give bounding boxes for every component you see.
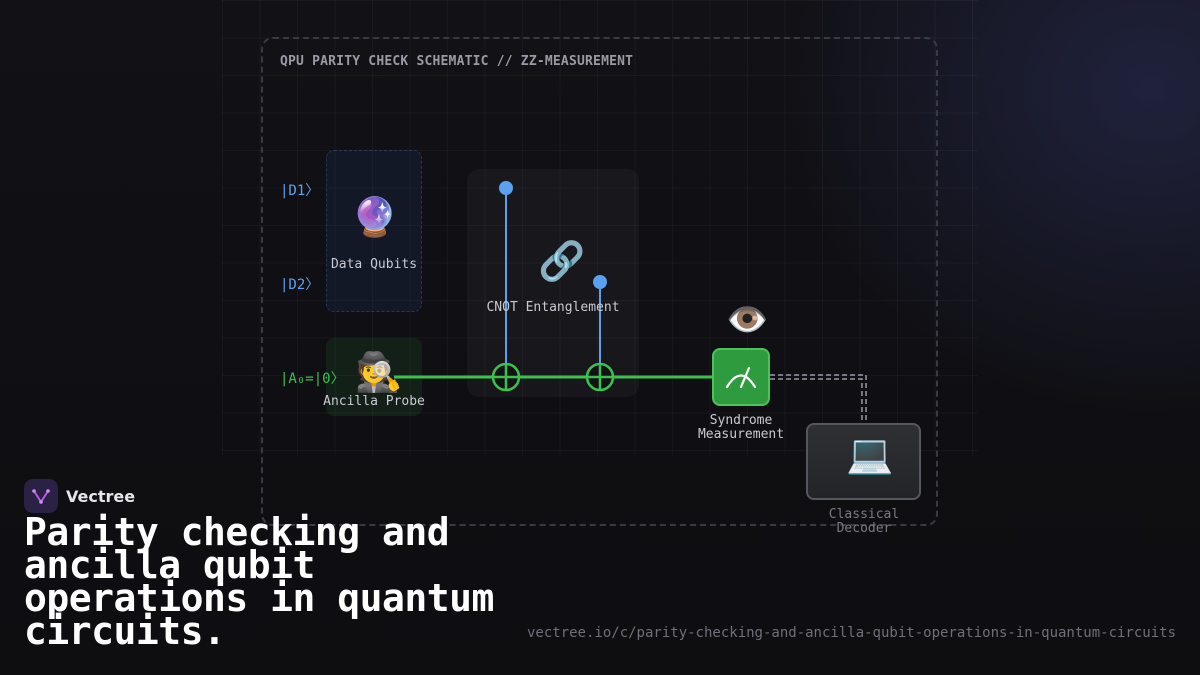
page-url[interactable]: vectree.io/c/parity-checking-and-ancilla… [526, 625, 1176, 641]
schematic-title: QPU PARITY CHECK SCHEMATIC // ZZ-MEASURE… [280, 54, 634, 69]
classical-decoder-box [806, 423, 921, 500]
decoder-caption-line2: Decoder [836, 521, 892, 536]
measurement-caption-line1: Syndrome [709, 413, 773, 428]
crystal-ball-icon: 🔮 [351, 195, 399, 239]
qubit-label-d1: |D1〉 [280, 183, 320, 199]
schematic-frame [261, 37, 938, 526]
qubit-label-d2: |D2〉 [280, 277, 320, 293]
cnot-target-2 [585, 362, 615, 392]
syndrome-meter [712, 348, 770, 406]
laptop-icon: 💻 [846, 432, 894, 476]
data-qubits-panel [326, 150, 422, 312]
qubit-label-ancilla: |A₀=|0〉 [280, 371, 345, 387]
page-headline: Parity checking and ancilla qubit operat… [24, 510, 494, 653]
decoder-caption-line1: Classical [828, 507, 900, 522]
cnot-caption: CNOT Entanglement [486, 300, 620, 315]
detective-icon: 🕵️ [355, 350, 403, 394]
cnot-control-dot-d2 [593, 275, 607, 289]
brand: Vectree [24, 479, 135, 513]
measurement-caption-line2: Measurement [697, 427, 785, 442]
eye-icon: 👁️ [726, 300, 769, 340]
data-qubits-caption: Data Qubits [330, 257, 418, 272]
meter-gauge-icon [725, 366, 757, 389]
brand-name: Vectree [66, 486, 136, 506]
link-icon: 🔗 [538, 239, 586, 283]
classical-wire [770, 374, 867, 423]
ancilla-caption: Ancilla Probe [323, 394, 425, 409]
vectree-logo-icon [24, 479, 58, 513]
cnot-control-dot-d1 [499, 181, 513, 195]
cnot-target-1 [491, 362, 521, 392]
